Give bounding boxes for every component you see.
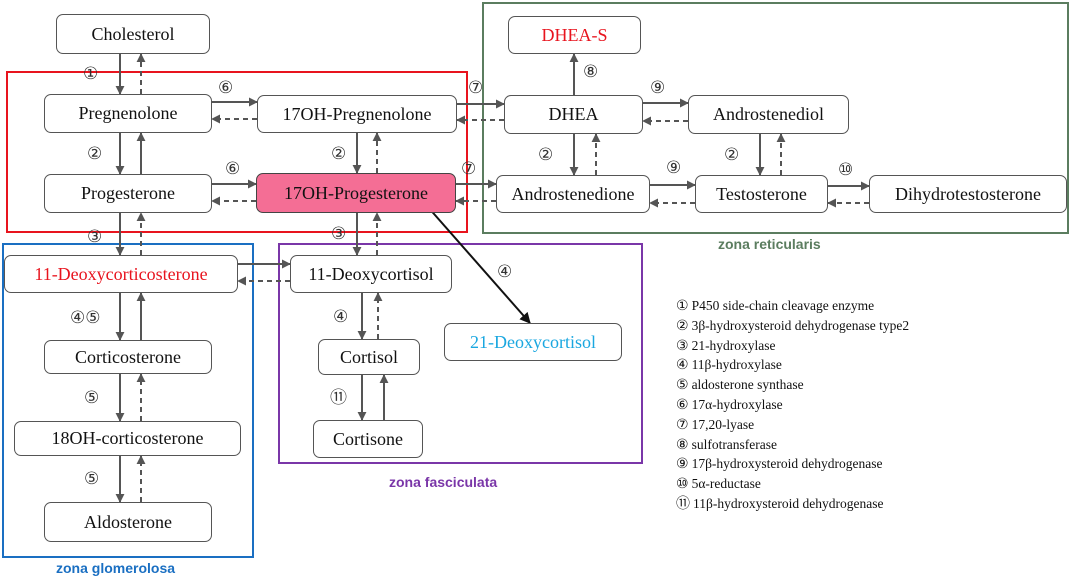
legend-number: ⑩ — [676, 476, 689, 493]
node-androstenediol: Androstenediol — [688, 95, 849, 134]
step-label-1: ① — [83, 64, 99, 84]
step-label-2a: ② — [87, 144, 103, 164]
step-label-5a: ⑤ — [84, 388, 100, 408]
arrow-ohprog-21dox — [419, 197, 531, 324]
step-label-2b: ② — [331, 144, 347, 164]
legend-number: ① — [676, 298, 689, 314]
node-21-deoxycortisol: 21-Deoxycortisol — [444, 323, 622, 361]
legend-text: sulfotransferase — [691, 436, 778, 452]
step-label-7b: ⑦ — [461, 159, 477, 179]
node-androstenedione: Androstenedione — [496, 175, 650, 213]
step-label-45: ④⑤ — [70, 308, 101, 328]
step-label-10: ⑩ — [838, 160, 854, 180]
legend-number: ② — [676, 317, 689, 334]
legend-text: 3β-hydroxysteroid dehydrogenase type2 — [691, 317, 910, 333]
legend-text: P450 side-chain cleavage enzyme — [691, 298, 875, 313]
legend-number: ⑤ — [676, 377, 689, 394]
node-pregnenolone: Pregnenolone — [44, 94, 212, 133]
node-cortisol: Cortisol — [318, 339, 420, 375]
node-11-deoxycortisol: 11-Deoxycortisol — [290, 255, 452, 293]
node-progesterone: Progesterone — [44, 174, 212, 213]
node-cortisone: Cortisone — [313, 420, 423, 458]
zona-fasciculata-label: zona fasciculata — [389, 474, 498, 490]
legend-text: 11β-hydroxylase — [691, 357, 782, 373]
node-dihydrotestosterone: Dihydrotestosterone — [869, 175, 1067, 213]
node-11-deoxycorticosterone: 11-Deoxycorticosterone — [4, 255, 238, 293]
legend-number: ⑧ — [676, 436, 689, 453]
legend-text: 5α-reductase — [691, 476, 761, 492]
step-label-9b: ⑨ — [666, 158, 682, 178]
legend-text: 21-hydroxylase — [691, 337, 776, 353]
step-label-8: ⑧ — [583, 62, 599, 82]
zona-glomerulosa-frame — [2, 243, 254, 558]
legend-text: aldosterone synthase — [691, 377, 804, 393]
legend-text: 11β-hydroxysteroid dehydrogenase — [693, 495, 884, 511]
legend-number: ⑦ — [676, 416, 689, 433]
legend-number: ③ — [676, 337, 689, 354]
step-label-5b: ⑤ — [84, 469, 100, 489]
legend-text: 17,20-lyase — [691, 416, 755, 432]
step-label-9a: ⑨ — [650, 78, 666, 98]
zona-glomerulosa-label: zona glomerolosa — [56, 560, 176, 576]
node-17oh-pregnenolone: 17OH-Pregnenolone — [257, 95, 457, 133]
node-18oh-corticosterone: 18OH-corticosterone — [14, 421, 241, 456]
step-label-3a: ③ — [87, 227, 103, 247]
highlight-frame — [6, 71, 468, 233]
zona-reticularis-frame — [482, 2, 1069, 234]
legend-text: 17α-hydroxylase — [691, 396, 783, 412]
step-label-7a: ⑦ — [468, 78, 484, 98]
step-label-2c: ② — [538, 145, 554, 165]
node-aldosterone: Aldosterone — [44, 502, 212, 542]
step-label-6a: ⑥ — [218, 78, 234, 98]
legend-number: ⑥ — [676, 396, 689, 413]
step-label-2d: ② — [724, 145, 740, 165]
step-label-4a: ④ — [497, 262, 513, 282]
zona-reticularis-label: zona reticularis — [718, 236, 821, 252]
step-label-11: ⑪ — [330, 388, 347, 408]
legend-number: ⑪ — [676, 495, 690, 512]
legend-text: 17β-hydroxysteroid dehydrogenase — [691, 456, 883, 472]
node-cholesterol: Cholesterol — [56, 14, 210, 54]
node-dhea: DHEA — [504, 95, 643, 134]
node-17oh-progesterone: 17OH-Progesterone — [256, 173, 456, 213]
legend-number: ⑨ — [676, 456, 689, 473]
step-label-6b: ⑥ — [225, 159, 241, 179]
node-dhea-s: DHEA-S — [508, 16, 641, 54]
node-testosterone: Testosterone — [695, 175, 828, 213]
node-corticosterone: Corticosterone — [44, 340, 212, 374]
legend-number: ④ — [676, 357, 689, 374]
step-label-3b: ③ — [331, 224, 347, 244]
step-label-4b: ④ — [333, 307, 349, 327]
